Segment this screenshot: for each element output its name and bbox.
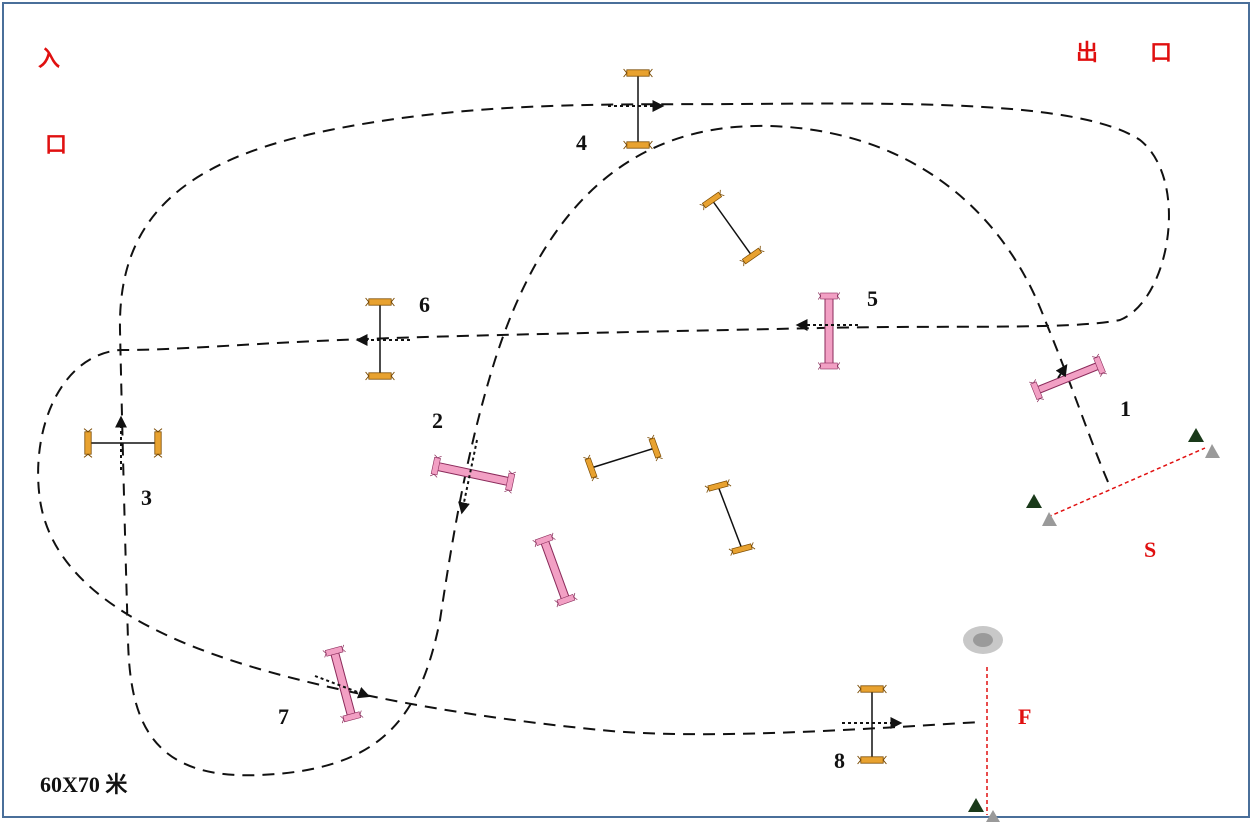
obstacle-2 [429, 454, 517, 494]
exit-char-2: 口 [1150, 40, 1172, 65]
course-path [37, 102, 1170, 777]
entrance-char-2: 口 [45, 132, 67, 157]
exit-char-1: 出 [1076, 40, 1098, 65]
obstacle-number-8: 8 [834, 748, 845, 773]
arena-size-label: 60X70 米 [40, 772, 128, 797]
obstacle-number-1: 1 [1120, 396, 1131, 421]
entrance-char-1: 入 [38, 46, 60, 71]
obstacle-unnumbered-d [532, 532, 578, 608]
obstacle-8 [857, 684, 887, 765]
obstacle-unnumbered-c [704, 478, 756, 557]
obstacle-5 [817, 292, 841, 370]
obstacle-number-2: 2 [432, 408, 443, 433]
obstacle-1 [1028, 353, 1108, 403]
obstacle-3 [83, 428, 163, 458]
obstacle-number-7: 7 [278, 704, 289, 729]
obstacle-number-4: 4 [576, 130, 587, 155]
obstacle-unnumbered-a [699, 189, 765, 267]
obstacle-number-5: 5 [867, 286, 878, 311]
obstacle-number-3: 3 [141, 485, 152, 510]
start-marker-left [1026, 494, 1057, 526]
obstacle-4 [623, 68, 653, 150]
finish-label: F [1018, 704, 1031, 729]
obstacle-number-6: 6 [419, 292, 430, 317]
start-line [1047, 447, 1206, 518]
start-label: S [1144, 537, 1156, 562]
finish-marker-bottom [968, 798, 1000, 822]
start-marker-right [1188, 428, 1220, 458]
finish-marker-top [958, 617, 1008, 667]
obstacle-unnumbered-b [582, 434, 664, 482]
obstacle-7 [322, 644, 364, 724]
